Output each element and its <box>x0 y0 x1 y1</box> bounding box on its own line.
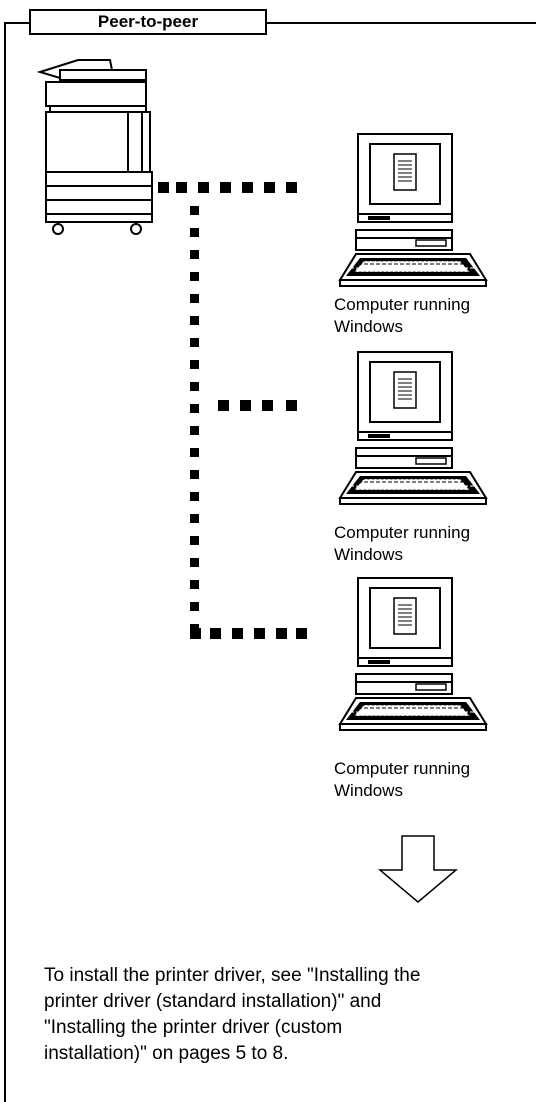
desktop-computer-icon <box>339 133 487 287</box>
desktop-computer-icon <box>339 577 487 731</box>
computer-caption: Computer running Windows <box>334 758 534 802</box>
instructions-line: To install the printer driver, see "Inst… <box>44 965 421 986</box>
computer-caption: Computer running Windows <box>334 522 534 566</box>
install-instructions: To install the printer driver, see "Inst… <box>44 963 528 1067</box>
computer-caption-line1: Computer running <box>334 523 471 542</box>
network-connector <box>158 182 307 639</box>
instructions-line: printer driver (standard installation)" … <box>44 991 382 1012</box>
computer-caption: Computer running Windows <box>334 294 534 338</box>
down-arrow-icon <box>377 835 459 903</box>
title-tab-box <box>29 9 267 35</box>
instructions-line: installation)" on pages 5 to 8. <box>44 1043 289 1064</box>
frame-border <box>4 22 536 1102</box>
computer-caption-line2: Windows <box>334 317 403 336</box>
computer-caption-line1: Computer running <box>334 295 471 314</box>
section-title: Peer-to-peer <box>97 12 199 31</box>
copier-printer-icon <box>36 59 153 235</box>
computer-caption-line1: Computer running <box>334 759 471 778</box>
computer-caption-line2: Windows <box>334 545 403 564</box>
computer-caption-line2: Windows <box>334 781 403 800</box>
instructions-line: "Installing the printer driver (custom <box>44 1017 343 1038</box>
desktop-computer-icon <box>339 351 487 505</box>
